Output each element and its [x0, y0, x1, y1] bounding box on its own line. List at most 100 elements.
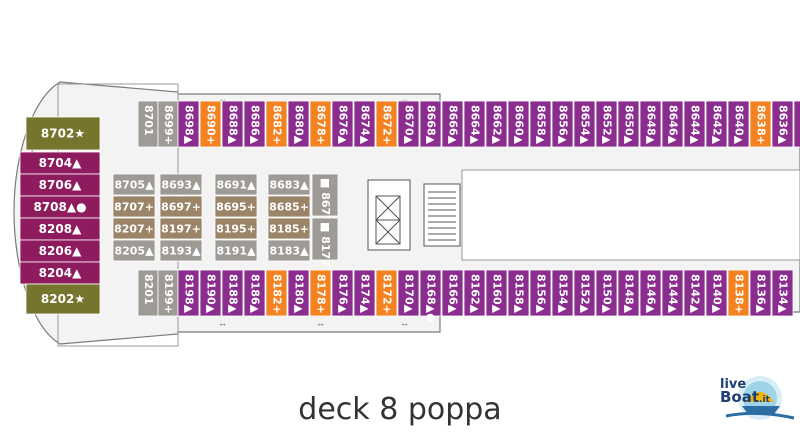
top-row-cabin[interactable]: 8634▲ — [793, 100, 800, 148]
inside-cabin[interactable]: 8691▲ — [214, 173, 258, 196]
bottom-row-cabin[interactable]: 8148▲ — [617, 269, 640, 317]
bottom-row-cabin[interactable]: 8166▲ — [441, 269, 464, 317]
bottom-row-cabin[interactable]: 8158▲ — [507, 269, 530, 317]
bottom-row-cabin[interactable]: 8201 — [137, 269, 159, 317]
bottom-row-cabin[interactable]: 8182+ — [265, 269, 288, 317]
bottom-row-cabin[interactable]: 8188▲ — [221, 269, 244, 317]
bottom-row-cabin[interactable]: 8152▲ — [573, 269, 596, 317]
top-row-cabin[interactable]: 8662▲ — [485, 100, 508, 148]
inside-cabin[interactable]: 8683▲ — [267, 173, 311, 196]
bottom-row-cabin[interactable]: 8156▲ — [529, 269, 552, 317]
top-row-cabin[interactable]: 8656▲ — [551, 100, 574, 148]
top-row-cabin-label: 8662▲ — [491, 105, 504, 145]
inside-cabin[interactable]: 8183▲ — [267, 239, 311, 262]
top-row-cabin-box — [595, 100, 618, 148]
top-row-cabin[interactable]: 8682+ — [265, 100, 288, 148]
top-row-cabin[interactable]: 8680▲ — [287, 100, 310, 148]
bottom-row-cabin[interactable]: 8140▲ — [705, 269, 728, 317]
top-row-cabin-label: 8638+ — [755, 105, 768, 145]
inside-vertical-cabin[interactable]: ■ 8677 — [311, 173, 339, 223]
top-row-cabin[interactable]: 8660▲ — [507, 100, 530, 148]
bottom-row-cabin[interactable]: 8199+ — [157, 269, 179, 317]
top-row-cabin[interactable]: 8678+ — [309, 100, 332, 148]
bottom-row-cabin[interactable]: 8172+ — [375, 269, 398, 317]
inside-cabin-box — [214, 217, 258, 240]
aft-cabin[interactable]: 8706▲ — [19, 173, 101, 197]
top-row-cabin[interactable]: 8670▲ — [397, 100, 420, 148]
bottom-row-cabin[interactable]: 8134▲ — [771, 269, 794, 317]
bottom-row-cabin[interactable]: 8136▲ — [749, 269, 772, 317]
top-row-cabin-box — [375, 100, 398, 148]
bottom-row-cabin-box — [661, 269, 684, 317]
top-row-cabin[interactable]: 8642▲ — [705, 100, 728, 148]
aft-cabin[interactable]: 8704▲ — [19, 151, 101, 175]
bottom-row-cabin[interactable]: 8174▲ — [353, 269, 376, 317]
top-row-cabin[interactable]: 8640▲ — [727, 100, 750, 148]
aft-cabin[interactable]: 8206▲ — [19, 239, 101, 263]
top-row-cabin-box — [507, 100, 530, 148]
inside-cabin[interactable]: 8705▲ — [112, 173, 156, 196]
bottom-row-cabin[interactable]: 8150▲ — [595, 269, 618, 317]
bottom-row-cabin-label: 8182+ — [271, 274, 284, 314]
bottom-row-cabin[interactable]: 8138+ — [727, 269, 750, 317]
bottom-row-cabin-box — [419, 269, 442, 317]
bottom-row-cabin[interactable]: 8198▲ — [177, 269, 200, 317]
inside-cabin[interactable]: 8191▲ — [214, 239, 258, 262]
inside-cabin-label: 8697+ — [161, 201, 201, 214]
aft-cabin[interactable]: 8208▲ — [19, 217, 101, 241]
top-row-cabin[interactable]: 8690+ — [199, 100, 222, 148]
bottom-row-cabin[interactable]: 8190▲ — [199, 269, 222, 317]
inside-cabin[interactable]: 8205▲ — [112, 239, 156, 262]
top-row-cabin[interactable]: 8646▲ — [661, 100, 684, 148]
bottom-row-cabin[interactable]: 8162▲ — [463, 269, 486, 317]
top-row-cabin[interactable]: 8666▲ — [441, 100, 464, 148]
bottom-row-cabin[interactable]: 8178+ — [309, 269, 332, 317]
inside-cabin[interactable]: 8193▲ — [159, 239, 203, 262]
aft-cabin[interactable]: 8202★ — [25, 283, 101, 315]
top-row-cabin[interactable]: 8648▲ — [639, 100, 662, 148]
top-row-cabin[interactable]: 8644▲ — [683, 100, 706, 148]
aft-cabin-box — [25, 283, 101, 315]
top-row-cabin[interactable]: 8638+ — [749, 100, 772, 148]
top-row-cabin[interactable]: 8672+ — [375, 100, 398, 148]
top-row-cabin[interactable]: 8650▲ — [617, 100, 640, 148]
top-row-cabin[interactable]: 8676▲ — [331, 100, 354, 148]
top-row-cabin[interactable]: 8658▲ — [529, 100, 552, 148]
top-row-cabin[interactable]: 8664▲ — [463, 100, 486, 148]
bottom-row-cabin[interactable]: 8168▲● — [419, 269, 442, 323]
top-row-cabin[interactable]: 8668▲ — [419, 100, 442, 148]
inside-vertical-cabin[interactable]: ■ 8177 — [311, 217, 339, 267]
inside-cabin[interactable]: 8197+ — [159, 217, 203, 240]
aft-cabin[interactable]: 8708▲● — [19, 195, 101, 219]
bottom-row-cabin[interactable]: 8160▲ — [485, 269, 508, 317]
inside-cabin[interactable]: 8185+ — [267, 217, 311, 240]
bottom-row-cabin[interactable]: 8176▲ — [331, 269, 354, 317]
aft-cabin[interactable]: 8702★ — [25, 116, 101, 151]
top-row-cabin[interactable]: 8654▲ — [573, 100, 596, 148]
inside-cabin[interactable]: 8207+ — [112, 217, 156, 240]
bottom-row-cabin[interactable]: 8142▲ — [683, 269, 706, 317]
bottom-row-cabin[interactable]: 8170▲ — [397, 269, 420, 317]
bottom-row-cabin[interactable]: 8144▲ — [661, 269, 684, 317]
top-row-cabin[interactable]: 8652▲ — [595, 100, 618, 148]
top-row-cabin[interactable]: 8636▲ — [771, 100, 794, 148]
top-row-cabin[interactable]: 8701 — [137, 100, 159, 148]
top-row-cabin[interactable]: 8699+ — [157, 100, 179, 148]
inside-cabin[interactable]: 8685+ — [267, 195, 311, 218]
top-row-cabin[interactable]: 8688▲ — [221, 100, 244, 148]
inside-cabin[interactable]: 8693▲ — [159, 173, 203, 196]
bottom-row-cabin[interactable]: 8180▲ — [287, 269, 310, 317]
inside-cabin[interactable]: 8195+ — [214, 217, 258, 240]
top-row-cabin[interactable]: 8674▲ — [353, 100, 376, 148]
top-row-cabin[interactable]: 8686▲ — [243, 100, 266, 148]
bottom-row-cabin[interactable]: 8146▲ — [639, 269, 662, 317]
inside-cabin[interactable]: 8697+ — [159, 195, 203, 218]
top-row-cabin[interactable]: 8698▲ — [177, 100, 200, 148]
aft-cabin[interactable]: 8204▲ — [19, 261, 101, 285]
bottom-row-cabin[interactable]: 8154▲ — [551, 269, 574, 317]
bottom-row-cabin[interactable]: 8186▲ — [243, 269, 266, 317]
top-row-cabin-label: 8698▲ — [183, 105, 196, 145]
inside-cabin[interactable]: 8695+ — [214, 195, 258, 218]
bottom-row-cabin-box — [749, 269, 772, 317]
inside-cabin[interactable]: 8707+ — [112, 195, 156, 218]
